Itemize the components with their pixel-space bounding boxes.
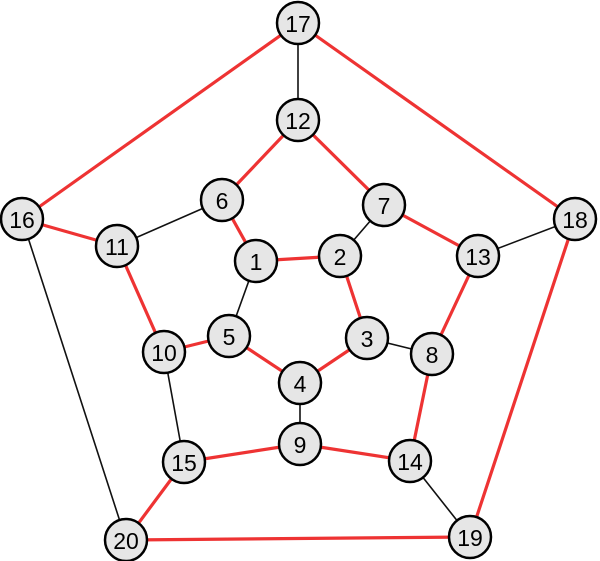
node-circle [361,182,407,228]
node-circle [409,331,455,377]
node-19: 19 [447,514,493,560]
node-circle [447,514,493,560]
node-circle [0,196,45,242]
node-label: 11 [105,234,129,260]
node-2: 2 [317,233,363,279]
node-circle [455,233,501,279]
node-label: 19 [457,525,483,551]
node-label: 17 [285,11,311,37]
node-label: 7 [378,193,391,219]
node-14: 14 [387,438,433,484]
node-15: 15 [161,439,207,485]
node-7: 7 [361,182,407,228]
node-label: 8 [426,342,439,368]
node-circle [277,421,323,467]
node-label: 3 [361,326,374,352]
node-16: 16 [0,196,45,242]
node-3: 3 [344,315,390,361]
node-circle [275,97,321,143]
node-circle [275,0,321,46]
node-circle [552,196,598,242]
node-circle [161,439,207,485]
node-circle [317,233,363,279]
node-20: 20 [103,517,149,561]
node-5: 5 [206,313,252,359]
node-label: 2 [334,244,347,270]
node-label: 16 [9,207,35,233]
node-circle [387,438,433,484]
node-circle [103,517,149,561]
node-9: 9 [277,421,323,467]
node-label: 15 [171,450,197,476]
node-circle [277,360,323,406]
node-label: 1 [250,249,263,275]
node-4: 4 [277,360,323,406]
node-1: 1 [233,238,279,284]
node-circle [233,238,279,284]
edge-19-20-highlighted [124,535,472,542]
node-label: 9 [294,432,307,458]
edge-17-18-highlighted [296,21,577,221]
node-8: 8 [409,331,455,377]
node-circle [94,223,140,269]
node-10: 10 [141,329,187,375]
node-circle [141,329,187,375]
node-label: 10 [151,340,177,366]
node-label: 13 [465,244,491,270]
edge-20-16 [21,218,127,541]
node-13: 13 [455,233,501,279]
node-label: 6 [216,188,229,214]
node-6: 6 [199,177,245,223]
node-label: 5 [223,324,236,350]
node-circle [206,313,252,359]
node-18: 18 [552,196,598,242]
node-label: 12 [285,108,311,134]
edge-16-17-highlighted [20,21,300,221]
node-17: 17 [275,0,321,46]
node-circle [344,315,390,361]
node-label: 14 [397,449,423,475]
node-label: 4 [294,371,307,397]
node-12: 12 [275,97,321,143]
edge-18-19-highlighted [468,217,577,539]
node-circle [199,177,245,223]
node-label: 20 [113,528,139,554]
node-label: 18 [562,207,588,233]
node-11: 11 [94,223,140,269]
